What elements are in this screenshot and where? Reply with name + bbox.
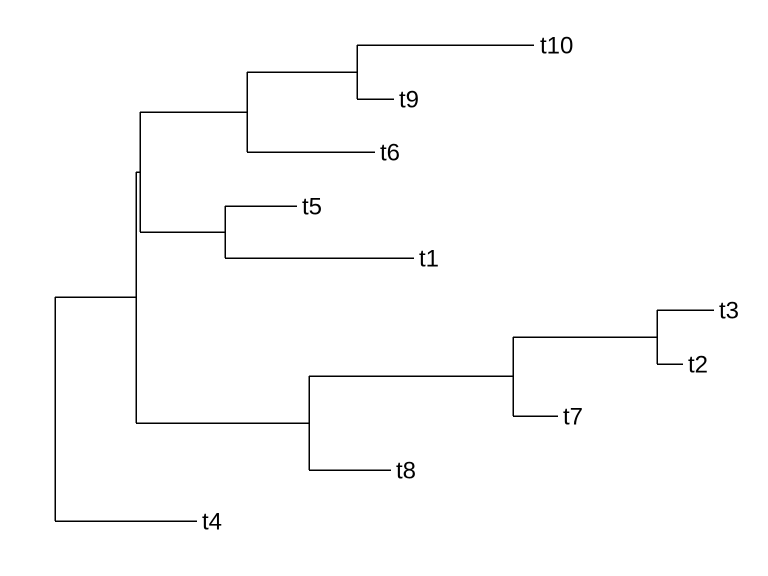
tip-label-t9: t9 (399, 86, 419, 113)
tip-label-t6: t6 (380, 139, 400, 166)
tip-label-t2: t2 (688, 351, 708, 378)
tip-label-t8: t8 (396, 457, 416, 484)
tip-label-t10: t10 (540, 32, 573, 59)
tip-label-t7: t7 (563, 403, 583, 430)
tip-label-t4: t4 (202, 508, 222, 535)
tip-labels: t10 t9 t6 t5 t1 t3 t2 t7 t8 t4 (202, 32, 739, 535)
tip-label-t5: t5 (302, 193, 322, 220)
tip-label-t3: t3 (719, 297, 739, 324)
tip-label-t1: t1 (419, 245, 439, 272)
tree-branches (54, 44, 714, 522)
